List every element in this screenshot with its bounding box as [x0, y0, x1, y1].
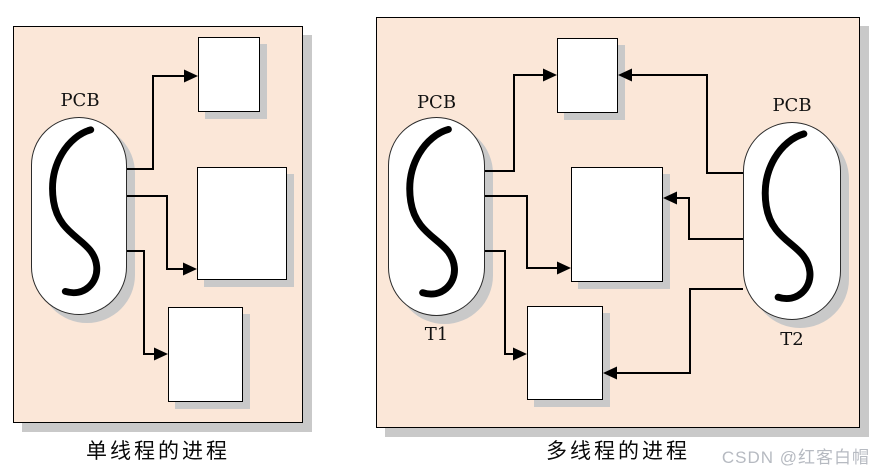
resource-box-middle: [197, 167, 287, 280]
thread-squiggle-icon: [49, 126, 101, 297]
arrow-pcb-to-top-box: [127, 69, 198, 170]
t2-pcb-label: PCB: [772, 95, 812, 116]
t1-label: T1: [424, 324, 449, 345]
t2-thread-squiggle-icon: [761, 130, 814, 302]
single-thread-caption: 单线程的进程: [86, 439, 230, 463]
arrow-pcb-to-middle-box: [127, 195, 197, 276]
arrow-t1-to-middle-box: [485, 195, 571, 275]
resource-box-top: [198, 37, 260, 112]
arrow-t2-to-bottom-box: [603, 288, 743, 380]
shared-box-top: [557, 38, 618, 113]
arrow-t1-to-top-box: [485, 68, 557, 172]
t2-pcb-shape: [743, 122, 841, 320]
single-thread-panel: PCB: [13, 26, 303, 423]
shared-box-middle: [571, 167, 663, 282]
t1-thread-squiggle-icon: [406, 125, 458, 298]
arrow-t2-to-top-box: [618, 68, 743, 174]
arrow-t2-to-middle-box: [663, 191, 743, 240]
watermark: CSDN @红客白帽: [721, 448, 870, 467]
pcb-shape: [31, 117, 127, 315]
pcb-label: PCB: [60, 90, 100, 111]
multi-thread-caption: 多线程的进程: [546, 439, 690, 463]
shared-box-bottom: [527, 306, 603, 400]
resource-box-bottom: [168, 307, 243, 402]
t1-pcb-label: PCB: [416, 92, 457, 113]
arrow-pcb-to-bottom-box: [127, 250, 168, 361]
t2-label: T2: [780, 329, 804, 350]
arrow-t1-to-bottom-box: [485, 250, 527, 361]
t1-pcb-shape: [388, 117, 485, 316]
multi-thread-panel: PCB T1 PCB T2: [376, 17, 860, 428]
